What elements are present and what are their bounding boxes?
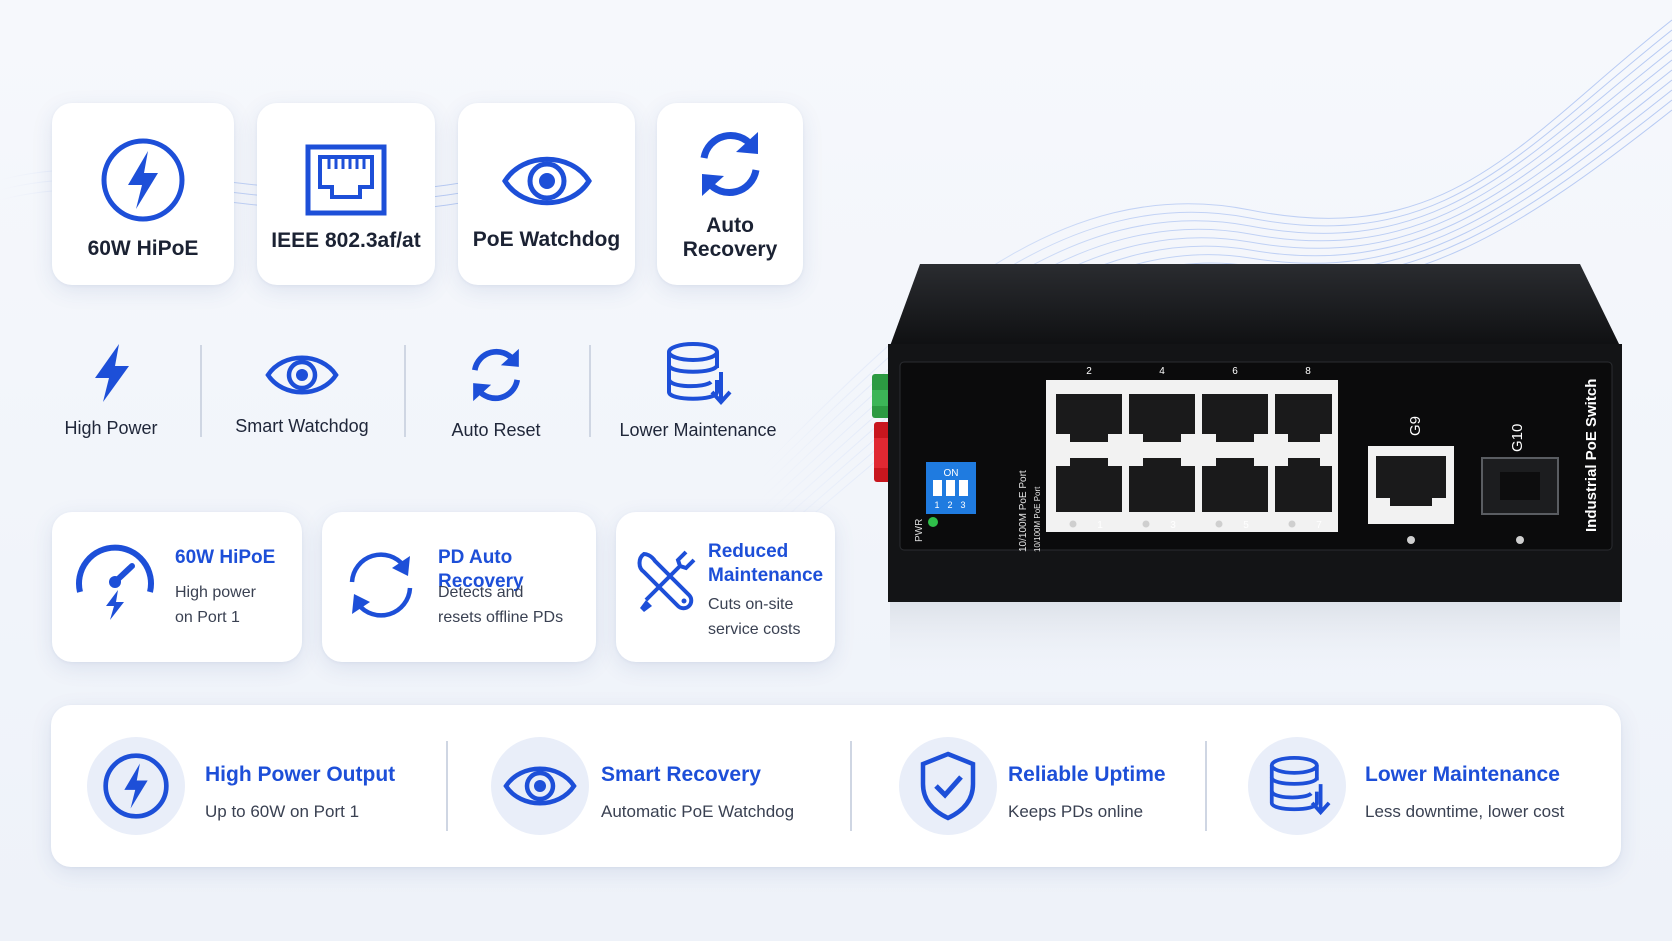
- feature-label: Lower Maintenance: [619, 420, 777, 440]
- poe-port-label: 10/100M PoE Port: [1018, 470, 1029, 552]
- rj45-port: [1129, 458, 1195, 512]
- rj45-port: [1275, 458, 1332, 512]
- tile-60w-hipoe: 60W HiPoE: [52, 103, 234, 285]
- bottom-item-desc: Automatic PoE Watchdog: [601, 802, 795, 821]
- port-number: 1: [1097, 520, 1103, 531]
- card-pd-auto-recovery: PD Auto Recovery Detects and resets offl…: [322, 512, 596, 662]
- tile-poe-watchdog: PoE Watchdog: [458, 103, 635, 285]
- rj45-port: [1202, 394, 1268, 442]
- bottom-item-title: High Power Output: [205, 763, 396, 786]
- eye-icon: [265, 355, 339, 395]
- card-title: PD Auto Recovery: [438, 547, 524, 592]
- refresh-icon: [471, 348, 521, 402]
- divider: [200, 345, 202, 437]
- database-download-icon: [1269, 755, 1331, 816]
- shield-check-icon: [920, 751, 976, 821]
- tools-icon: [637, 550, 696, 612]
- poe-port-label-small: 10/100M PoE Port: [1033, 486, 1042, 552]
- port-number: 8: [1305, 366, 1311, 377]
- dip-number: 3: [960, 500, 965, 510]
- bottom-summary-bar: High Power Output Up to 60W on Port 1 Sm…: [51, 705, 1621, 867]
- card-title: 60W HiPoE: [175, 547, 276, 568]
- card-desc: High power on Port 1: [175, 584, 256, 626]
- power-led: [928, 517, 938, 527]
- tile-label: Auto Recovery: [682, 214, 778, 261]
- dip-number: 1: [934, 500, 939, 510]
- feature-smart-watchdog: Smart Watchdog: [222, 348, 382, 437]
- gauge-lightning-icon: [76, 544, 154, 620]
- bottom-item-desc: Keeps PDs online: [1008, 802, 1144, 821]
- bottom-item-title: Smart Recovery: [601, 763, 761, 786]
- rj45-port: [1202, 458, 1268, 512]
- switch-top-face: [890, 264, 1620, 346]
- card-desc: Cuts on-site service costs: [708, 596, 801, 638]
- feature-label: Smart Watchdog: [235, 416, 369, 436]
- divider: [1205, 741, 1207, 831]
- divider: [850, 741, 852, 831]
- tile-ieee: IEEE 802.3af/at: [257, 103, 435, 285]
- uplink-label-g10: G10: [1509, 424, 1526, 452]
- dip-on-label: ON: [944, 468, 959, 479]
- lightning-icon: [95, 344, 129, 402]
- brand-text: Industrial PoE Switch: [1583, 379, 1600, 532]
- bottom-item-desc: Less downtime, lower cost: [1365, 802, 1565, 821]
- refresh-icon: [700, 132, 760, 196]
- rj45-port: [1275, 394, 1332, 442]
- port-number: 3: [1170, 520, 1176, 531]
- feature-auto-reset: Auto Reset: [436, 344, 556, 441]
- rj45-port: [1056, 394, 1122, 442]
- tile-label: PoE Watchdog: [472, 228, 621, 251]
- divider: [404, 345, 406, 437]
- feature-label: Auto Reset: [451, 420, 541, 440]
- dip-switch: ON 1 2 3: [926, 462, 976, 514]
- rj45-port: [1376, 456, 1446, 506]
- port-number: 2: [1086, 366, 1092, 377]
- uplink-label-g9: G9: [1407, 416, 1424, 436]
- icon-circle: [1248, 737, 1346, 835]
- refresh-icon: [349, 552, 413, 618]
- card-desc: Detects and resets offline PDs: [438, 584, 564, 626]
- ethernet-port-icon: [305, 144, 387, 216]
- dip-number: 2: [947, 500, 952, 510]
- lightning-circle-icon: [101, 138, 185, 222]
- card-reduced-maintenance: Reduced Maintenance Cuts on-site service…: [616, 512, 835, 662]
- card-title: Reduced Maintenance: [708, 541, 824, 586]
- port-number: 5: [1243, 520, 1249, 531]
- bottom-item-desc: Up to 60W on Port 1: [205, 802, 360, 821]
- pwr-label: PWR: [914, 519, 925, 542]
- eye-icon: [501, 156, 592, 206]
- eye-icon: [503, 766, 577, 806]
- bottom-item-title: Reliable Uptime: [1008, 763, 1166, 786]
- feature-label: High Power: [64, 418, 158, 438]
- divider: [446, 741, 448, 831]
- feature-lower-maintenance: Lower Maintenance: [612, 342, 784, 441]
- tile-label: IEEE 802.3af/at: [271, 229, 421, 252]
- tile-label: 60W HiPoE: [87, 237, 199, 260]
- card-60w-hipoe: 60W HiPoE High power on Port 1: [52, 512, 302, 662]
- divider: [589, 345, 591, 437]
- lightning-circle-icon: [103, 753, 169, 819]
- industrial-poe-switch-device: PWR ON 1 2 3 10/100M PoE Port 10/100M Po…: [872, 264, 1622, 678]
- port-number: 7: [1316, 520, 1322, 531]
- feature-high-power: High Power: [52, 342, 170, 439]
- database-download-icon: [667, 342, 732, 405]
- port-number: 6: [1232, 366, 1238, 377]
- port-number: 4: [1159, 366, 1165, 377]
- bottom-item-title: Lower Maintenance: [1365, 763, 1560, 786]
- rj45-port: [1129, 394, 1195, 442]
- rj45-port: [1056, 458, 1122, 512]
- tile-auto-recovery: Auto Recovery: [657, 103, 803, 285]
